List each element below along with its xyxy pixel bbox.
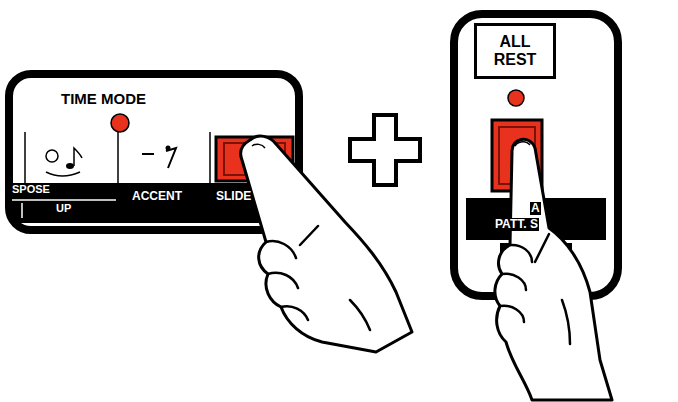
button-label: A [530, 202, 541, 215]
section-divider [117, 132, 119, 183]
hand [241, 136, 412, 352]
band-divider [12, 199, 116, 201]
button-label: SLIDE [215, 190, 252, 203]
button-title: ALL REST [485, 33, 545, 70]
button-label: UP [55, 202, 72, 214]
fingernail [515, 142, 530, 146]
button-title-box: ALL REST [474, 23, 556, 79]
section-divider [209, 132, 211, 183]
note-symbol [74, 148, 82, 166]
button-label: PATT. S [494, 218, 539, 231]
led [111, 114, 129, 132]
hand [495, 139, 612, 400]
rest-symbol [142, 153, 154, 155]
button-label: SPOSE [11, 183, 51, 195]
hand-detail [500, 234, 570, 344]
button-label: ACCENT [131, 190, 183, 203]
rest-symbol [166, 148, 176, 168]
note-symbol [66, 163, 74, 169]
panel-heading: TIME MODE [61, 91, 146, 108]
control-panel: TIME MODE SPOSE UP ACCENT SLIDE [5, 70, 303, 234]
band-divider [21, 203, 23, 218]
control-panel: A PATT. S ALL REST [450, 10, 622, 300]
hand-detail [266, 226, 370, 330]
fingernail [252, 144, 265, 148]
plus-sign [350, 115, 420, 185]
section-divider [24, 132, 26, 183]
note-symbol [46, 150, 58, 162]
tie-symbol [46, 172, 80, 176]
led [508, 90, 524, 106]
